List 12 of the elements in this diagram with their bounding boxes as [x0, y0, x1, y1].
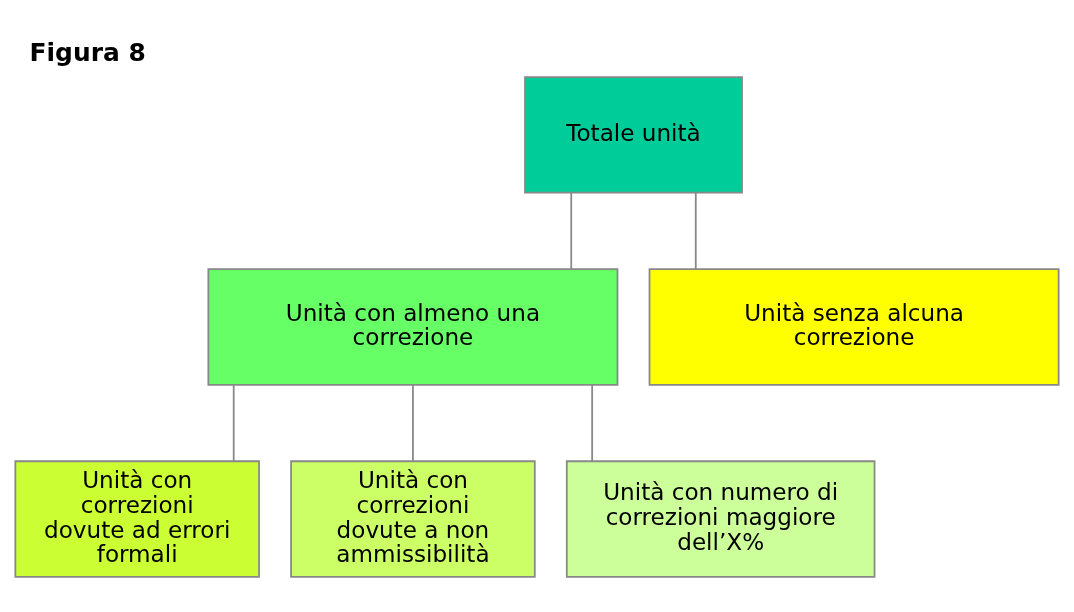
node-box: Unità con numero di correzioni maggiore dell’X% [565, 459, 876, 578]
diagram-title: Figura 8 [29, 37, 146, 67]
connector [591, 383, 594, 462]
node-box: Unità con almeno una correzione [207, 267, 619, 386]
node-box: Unità con correzioni dovute ad errori formali [14, 459, 260, 578]
connector [694, 191, 697, 270]
connector [570, 191, 573, 270]
node-box: Unità con correzioni dovute a non ammissibilità [290, 459, 536, 578]
node-box: Totale unità [524, 75, 743, 194]
connector [232, 383, 235, 462]
node-box: Unità senza alcuna correzione [648, 267, 1060, 386]
connector [412, 383, 414, 462]
